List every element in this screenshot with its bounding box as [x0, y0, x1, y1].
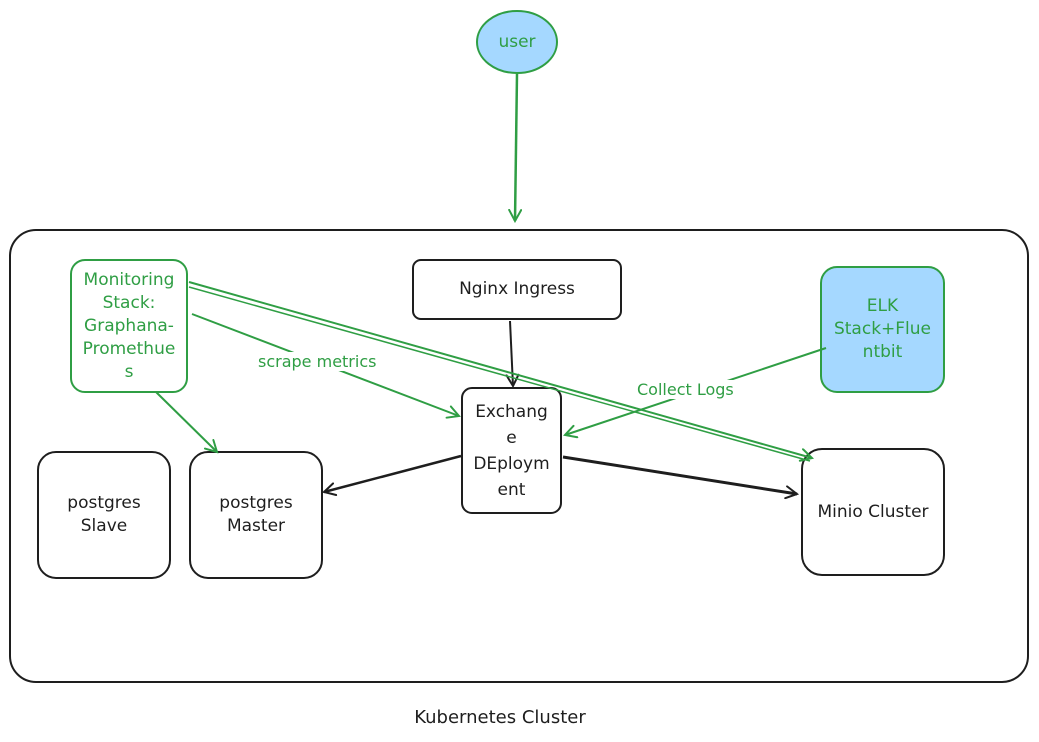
arrow-user-to-cluster — [515, 73, 517, 221]
minio-cluster-label: Minio Cluster — [817, 501, 929, 522]
user-node-shape — [476, 10, 558, 74]
user-label: user — [498, 31, 536, 52]
postgres-master-shape — [189, 451, 323, 579]
cluster-caption: Kubernetes Cluster — [414, 706, 586, 728]
monitoring-stack-label: Monitoring Stack: Graphana- Promethue s — [82, 269, 176, 382]
arrow-monitoring-to-minio-b — [188, 286, 811, 462]
postgres-slave-shape — [37, 451, 171, 579]
collect-logs-label: Collect Logs — [635, 380, 736, 399]
exchange-deployment-label: Exchang e DEploym ent — [473, 401, 550, 500]
kubernetes-cluster-box — [9, 229, 1029, 683]
arrow-exchange-to-postgres-master — [324, 454, 462, 492]
elk-stack-shape — [820, 266, 945, 393]
postgres-master-label: postgres Master — [219, 493, 293, 536]
elk-stack-label: ELK Stack+Flue ntbit — [833, 296, 932, 362]
nginx-ingress-label: Nginx Ingress — [459, 279, 575, 299]
nginx-ingress-shape — [412, 259, 622, 320]
monitoring-stack-shape — [70, 259, 188, 393]
arrow-exchange-to-minio — [562, 455, 797, 494]
arrow-monitoring-to-minio-a — [188, 281, 812, 458]
minio-cluster-shape — [801, 448, 945, 576]
arrow-monitoring-to-postgres-master — [155, 391, 217, 452]
postgres-slave-label: postgres Slave — [67, 493, 141, 536]
arrow-nginx-to-exchange — [510, 320, 513, 386]
scrape-metrics-label: scrape metrics — [256, 352, 379, 371]
